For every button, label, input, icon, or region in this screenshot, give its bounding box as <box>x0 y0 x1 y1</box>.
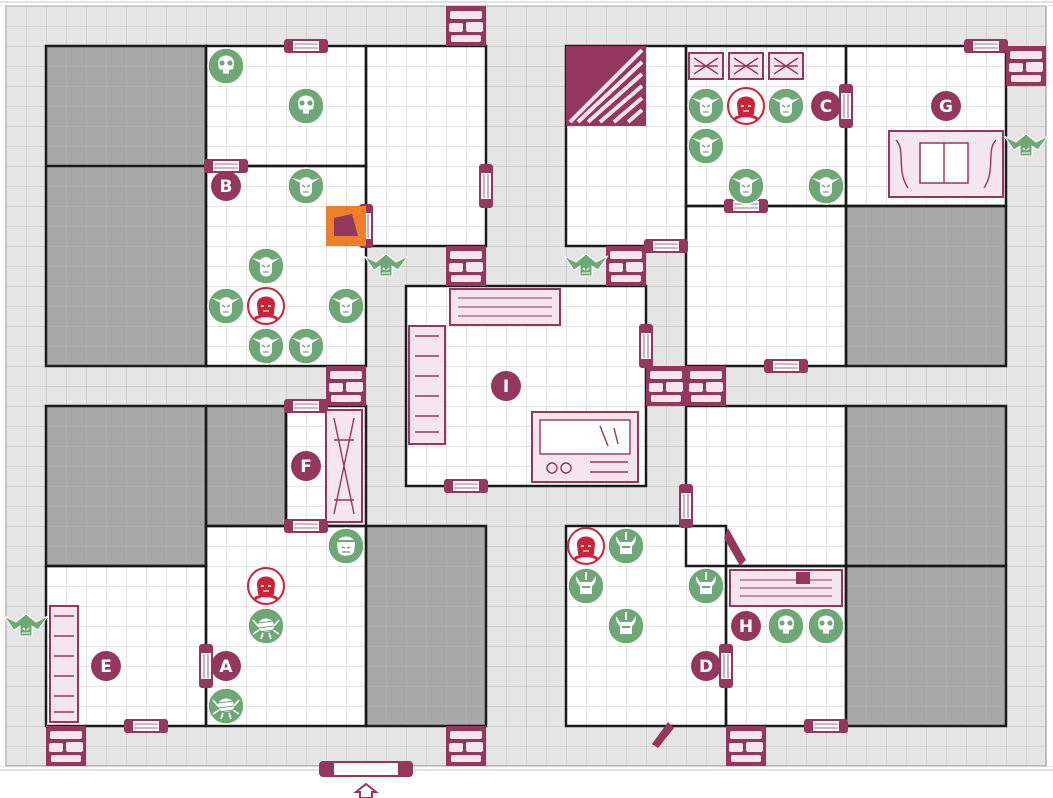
table-icon <box>49 605 79 723</box>
svg-text:D: D <box>699 657 713 677</box>
svg-text:F: F <box>300 457 312 477</box>
svg-text:I: I <box>503 377 509 397</box>
svg-text:G: G <box>939 97 953 117</box>
goblin-icon[interactable] <box>287 167 325 205</box>
chaos-warrior-icon[interactable] <box>567 567 605 605</box>
mummy-icon[interactable] <box>207 687 245 725</box>
room-label-f: F <box>291 451 321 481</box>
barbarian-hero-icon[interactable] <box>566 526 606 566</box>
weapons-rack-icon <box>768 52 804 80</box>
goblin-icon[interactable] <box>807 167 845 205</box>
goblin-icon[interactable] <box>687 87 725 125</box>
table-icon <box>449 288 561 326</box>
goblin-icon[interactable] <box>727 167 765 205</box>
sorcerers-table-icon <box>888 130 1004 198</box>
tomb-icon <box>729 569 843 607</box>
skull-icon[interactable] <box>287 87 325 125</box>
skull-icon[interactable] <box>767 607 805 645</box>
goblin-icon[interactable] <box>327 287 365 325</box>
svg-text:E: E <box>100 657 112 677</box>
svg-text:H: H <box>739 617 753 637</box>
skull-icon[interactable] <box>807 607 845 645</box>
goblin-icon[interactable] <box>207 287 245 325</box>
room-label-g: G <box>931 91 961 121</box>
entry-door-icon <box>319 761 413 777</box>
entry-arrow-icon <box>353 782 379 798</box>
stairway-icon <box>566 46 646 126</box>
stairs-marker-icon <box>326 206 366 246</box>
room-label-b: B <box>211 171 241 201</box>
weapons-rack-icon <box>728 52 764 80</box>
falling-rock-icon <box>652 528 746 748</box>
orc-icon[interactable] <box>327 527 365 565</box>
chaos-warrior-icon[interactable] <box>607 607 645 645</box>
room-label-e: E <box>91 651 121 681</box>
goblin-icon[interactable] <box>287 327 325 365</box>
rack-icon <box>325 409 363 523</box>
goblin-icon[interactable] <box>247 247 285 285</box>
wizard-hero-icon[interactable] <box>246 566 286 606</box>
svg-text:C: C <box>820 97 832 117</box>
chaos-warrior-icon[interactable] <box>607 527 645 565</box>
alchemists-bench-icon <box>531 411 639 483</box>
weapons-rack-icon <box>688 52 724 80</box>
room-label-a: A <box>211 651 241 681</box>
room-label-h: H <box>731 611 761 641</box>
goblin-icon[interactable] <box>767 87 805 125</box>
svg-text:B: B <box>220 177 233 197</box>
skull-icon[interactable] <box>207 47 245 85</box>
elf-hero-icon[interactable] <box>246 286 286 326</box>
cupboard-icon <box>408 325 446 445</box>
room-label-i: I <box>491 371 521 401</box>
room-label-d: D <box>691 651 721 681</box>
goblin-icon[interactable] <box>687 127 725 165</box>
mummy-icon[interactable] <box>247 607 285 645</box>
svg-text:A: A <box>219 657 233 677</box>
goblin-icon[interactable] <box>247 327 285 365</box>
chaos-warrior-icon[interactable] <box>687 567 725 605</box>
dwarf-hero-icon[interactable] <box>726 86 766 126</box>
room-label-c: C <box>811 91 841 121</box>
